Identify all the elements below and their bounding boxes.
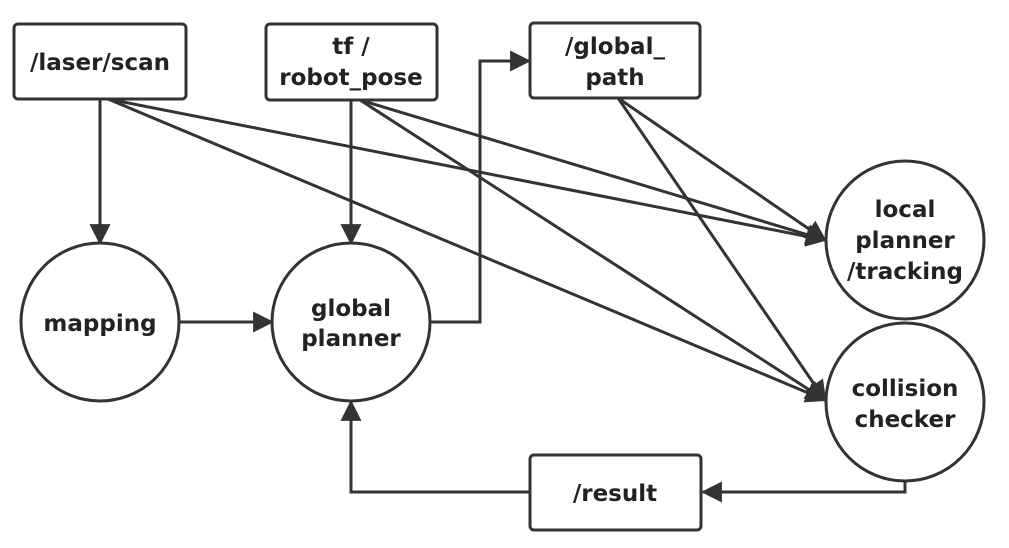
node-tf-robot-pose: tf / robot_pose [264,22,439,102]
node-global-path: /global_ path [528,21,702,100]
node-result-box [528,453,703,532]
node-collision-checker-circle [824,321,986,483]
node-laser-scan-box [12,22,188,101]
node-collision-checker: collision checker [824,321,986,483]
node-global-path-label-line2: path [585,65,644,91]
node-global-planner-label-line1: global [311,296,391,322]
edge-global-planner-to-global-path [430,50,532,324]
node-collision-checker-label-line1: collision [852,376,959,402]
node-collision-checker-label-line2: checker [855,407,957,433]
node-local-planner-label-line2: planner [855,228,955,254]
node-mapping-circle [19,241,181,403]
node-mapping: mapping [19,241,181,403]
node-tf-robot-pose-label-line1: tf / [332,34,370,60]
node-global-planner: global planner [270,241,432,403]
node-laser-scan: /laser/scan [12,22,188,101]
node-global-path-box [528,21,702,100]
edge-tf-pose-to-collision-checker [359,98,827,402]
edge-tf-pose-to-local-planner [359,98,828,245]
node-local-planner-label-line1: local [875,197,936,223]
node-laser-scan-label: /laser/scan [30,50,170,76]
node-result-label: /result [573,481,657,507]
edge-result-to-global-planner [340,399,529,494]
node-global-planner-label-line2: planner [301,326,401,352]
node-tf-robot-pose-box [264,22,439,102]
node-local-planner-circle [824,159,986,321]
edge-collision-checker-to-result [700,480,907,503]
edges [89,50,907,503]
node-tf-robot-pose-label-line2: robot_pose [279,65,422,91]
node-global-path-label-line1: /global_ [565,34,665,60]
node-result: /result [528,453,703,532]
edge-global-path-to-local-planner [617,96,827,242]
node-local-planner: local planner /tracking [824,159,986,321]
edge-laser-scan-to-collision-checker [107,97,827,403]
node-global-planner-circle [270,241,432,403]
node-local-planner-label-line3: /tracking [847,259,963,285]
edge-global-path-to-collision-checker [616,97,827,402]
node-mapping-label: mapping [43,311,156,337]
